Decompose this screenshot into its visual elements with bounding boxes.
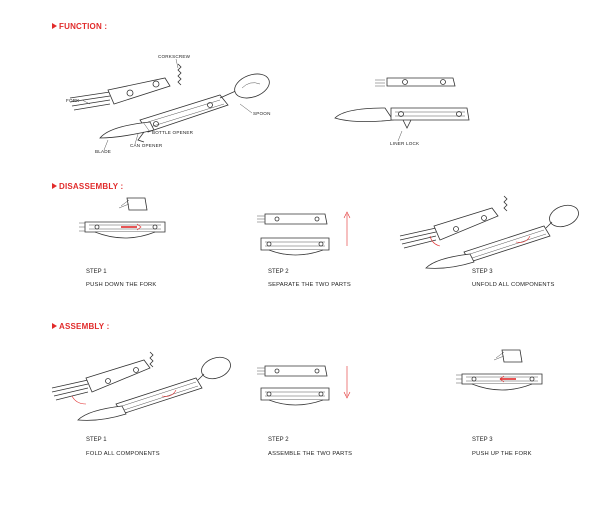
label-can-opener: CAN OPENER [130,143,163,148]
liner-lock-illustration [334,77,470,129]
triangle-marker-icon [52,183,57,189]
unfolded-tool-illustration [69,63,270,143]
disassembly-step-2-number: STEP 2 [268,269,289,275]
disassembly-step-1-number: STEP 1 [86,269,107,275]
disassembly-step-2-illustration [257,211,351,256]
label-blade: BLADE [95,149,112,154]
function-leader-lines [81,58,403,151]
assembly-step-1-illustration [51,351,231,421]
assembly-step-3-number: STEP 3 [472,437,493,443]
label-liner-lock: LINER LOCK [390,141,420,146]
disassembly-step-1-caption: PUSH DOWN THE FORK [86,282,157,288]
disassembly-step-2-caption: SEPARATE THE TWO PARTS [268,282,351,288]
disassembly-step-3-illustration [399,195,579,269]
label-corkscrew: CORKSCREW [158,54,191,59]
assembly-step-1-number: STEP 1 [86,437,107,443]
function-heading: FUNCTION : [52,22,107,31]
function-heading-text: FUNCTION : [59,22,108,31]
disassembly-heading: DISASSEMBLY : [52,182,123,191]
assembly-step-2-number: STEP 2 [268,437,289,443]
assembly-heading-text: ASSEMBLY : [59,322,110,331]
label-spoon: SPOON [253,111,271,116]
assembly-step-3-illustration [456,349,543,391]
disassembly-heading-text: DISASSEMBLY : [59,182,124,191]
disassembly-step-1-illustration [79,197,166,239]
assembly-step-3-caption: PUSH UP THE FORK [472,451,532,457]
label-bottle-opener: BOTTLE OPENER [152,130,194,135]
triangle-marker-icon [52,23,57,29]
disassembly-step-3-caption: UNFOLD ALL COMPONENTS [472,282,555,288]
triangle-marker-icon [52,323,57,329]
assembly-step-2-illustration [257,365,351,406]
label-fork: FORK [66,98,80,103]
assembly-step-1-caption: FOLD ALL COMPONENTS [86,451,160,457]
disassembly-step-3-number: STEP 3 [472,269,493,275]
assembly-step-2-caption: ASSEMBLE THE TWO PARTS [268,451,353,457]
assembly-heading: ASSEMBLY : [52,322,109,331]
